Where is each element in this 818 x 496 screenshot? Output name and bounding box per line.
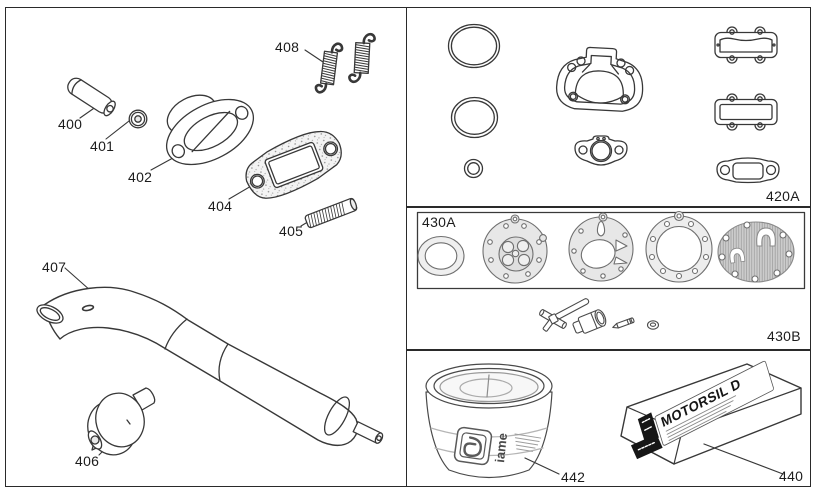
inlet-needle: [612, 317, 635, 329]
metering-diaphragm: [482, 214, 548, 284]
label-442: 442: [561, 469, 586, 485]
carb-kit-artwork: [416, 210, 806, 334]
gasket-set-artwork: [447, 23, 780, 184]
oring-small: [463, 158, 484, 179]
part-404-gasket: [245, 130, 342, 199]
inlet-seat: [572, 309, 607, 334]
part-401-washer: [128, 109, 148, 129]
exhaust-gasket: [716, 157, 780, 184]
label-407: 407: [42, 259, 67, 275]
sealant-box: MOTORSIL D: [620, 360, 802, 475]
carb-flange-gasket: [574, 135, 628, 166]
part-400-pin: [67, 77, 116, 117]
vertical-divider: [405, 7, 408, 487]
label-430a: 430A: [422, 214, 456, 230]
label-401: 401: [90, 138, 115, 154]
oring-large: [447, 23, 501, 69]
pump-diaphragm: [568, 212, 634, 282]
label-420a: 420A: [766, 188, 800, 204]
label-440: 440: [779, 468, 804, 484]
kit-430a-box: [416, 211, 806, 290]
oring-medium: [450, 96, 499, 139]
fabric-diaphragm: [717, 221, 795, 283]
part-402-inlet-flange: [165, 94, 255, 166]
grease-tub: iame: [425, 363, 560, 479]
cover-gasket-1: [714, 26, 778, 64]
label-400: 400: [58, 116, 83, 132]
needle-oring: [646, 320, 660, 330]
label-405: 405: [279, 223, 304, 239]
divider-430b-440: [406, 349, 811, 351]
needle-lever-assembly: [539, 298, 590, 332]
consumables-artwork: iame MOTORSIL D: [425, 360, 802, 479]
label-404: 404: [208, 198, 233, 214]
label-408: 408: [275, 39, 300, 55]
divider-420a-430a: [406, 206, 811, 208]
outer-border: [5, 7, 811, 487]
label-430b: 430B: [767, 328, 801, 344]
pump-gasket-ring: [645, 210, 713, 283]
tub-brand-text: iame: [492, 432, 510, 463]
label-402: 402: [128, 169, 153, 185]
left-panel-artwork: [36, 32, 384, 456]
kit-gasket-ring: [417, 235, 465, 277]
cover-gasket-2: [714, 93, 778, 131]
part-405-stud: [304, 197, 358, 229]
head-gasket: [555, 46, 644, 112]
box-end-logo: [630, 433, 663, 460]
label-406: 406: [75, 453, 100, 469]
part-408-springs: [314, 32, 376, 94]
part-406-fitting: [87, 387, 156, 456]
part-407-exhaust-pipe: [36, 286, 384, 447]
